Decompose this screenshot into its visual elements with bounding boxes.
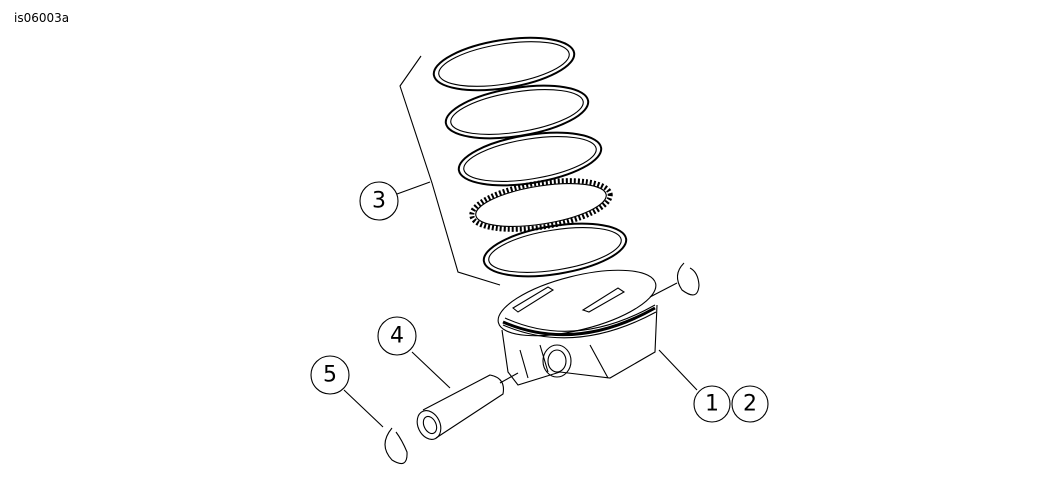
- leader-4: [411, 351, 451, 389]
- piston-rings: [432, 36, 628, 278]
- ring-bracket-leader: [399, 55, 501, 286]
- piston-pin: [416, 374, 505, 440]
- svg-text:3: 3: [372, 189, 386, 214]
- ring-top: [432, 36, 576, 92]
- leader-clip: [649, 282, 678, 298]
- svg-text:1: 1: [705, 392, 719, 417]
- svg-text:2: 2: [743, 392, 757, 417]
- leader-5: [343, 389, 384, 428]
- ring-oil-rail-lower: [482, 222, 628, 278]
- pin-clip-left: [384, 427, 408, 465]
- figure-id: is06003a: [14, 11, 70, 25]
- ring-oil-rail-upper: [457, 131, 603, 187]
- leader-1: [658, 349, 698, 391]
- piston: [497, 269, 658, 386]
- callout-1: 1: [693, 385, 731, 423]
- callout-4: 4: [377, 316, 417, 356]
- pin-clip-right: [676, 262, 700, 296]
- leader-3: [396, 181, 431, 195]
- callout-2: 2: [731, 385, 769, 423]
- svg-text:4: 4: [390, 324, 404, 349]
- callout-3: 3: [359, 181, 399, 221]
- callout-5: 5: [310, 355, 350, 395]
- svg-text:5: 5: [323, 363, 337, 388]
